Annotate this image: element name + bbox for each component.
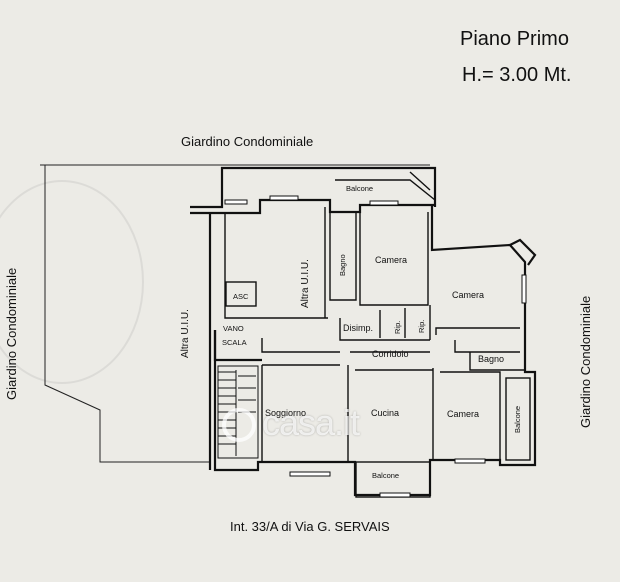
floor-title: Piano Primo [460, 28, 569, 50]
interior-walls [224, 171, 531, 498]
stair-label-scala: SCALA [222, 338, 247, 347]
room-label-camera-2: Camera [452, 290, 485, 300]
watermark-brand: casa.it [262, 402, 360, 443]
room-label-altra-uiu-left: Altra U.I.U. [180, 309, 191, 358]
windows [224, 195, 527, 498]
room-label-disimp: Disimp. [343, 323, 374, 333]
room-label-soggiorno: Soggiorno [265, 408, 307, 418]
address-caption: Int. 33/A di Via G. SERVAIS [230, 519, 390, 534]
room-label-rip-1: Rip. [393, 320, 402, 334]
room-label-corridoio: Corridoio [372, 349, 409, 359]
room-label-balcone-top: Balcone [346, 184, 374, 193]
garden-label-left: Giardino Condominiale [4, 267, 19, 400]
room-label-bagno-2: Bagno [478, 354, 505, 364]
height-label: H.= 3.00 Mt. [462, 64, 572, 86]
stair-label-vano: VANO [223, 324, 244, 333]
room-label-balcone-bottom: Balcone [372, 471, 400, 480]
room-label-balcone-right: Balcone [513, 405, 522, 433]
garden-label-right: Giardino Condominiale [578, 295, 593, 428]
faded-stamp [0, 180, 144, 384]
room-label-rip-2: Rip. [417, 319, 426, 333]
room-label-bagno-1: Bagno [338, 254, 347, 276]
room-label-camera-1: Camera [375, 255, 408, 265]
garden-label-top: Giardino Condominiale [181, 134, 314, 149]
elevator-box [225, 281, 257, 307]
watermark-logo-icon [222, 408, 256, 442]
outer-walls [190, 166, 537, 497]
room-label-camera-3: Camera [447, 409, 480, 419]
elevator-label: ASC [233, 292, 249, 301]
room-label-altra-uiu-center: Altra U.I.U. [300, 259, 311, 308]
room-label-cucina: Cucina [371, 408, 400, 418]
